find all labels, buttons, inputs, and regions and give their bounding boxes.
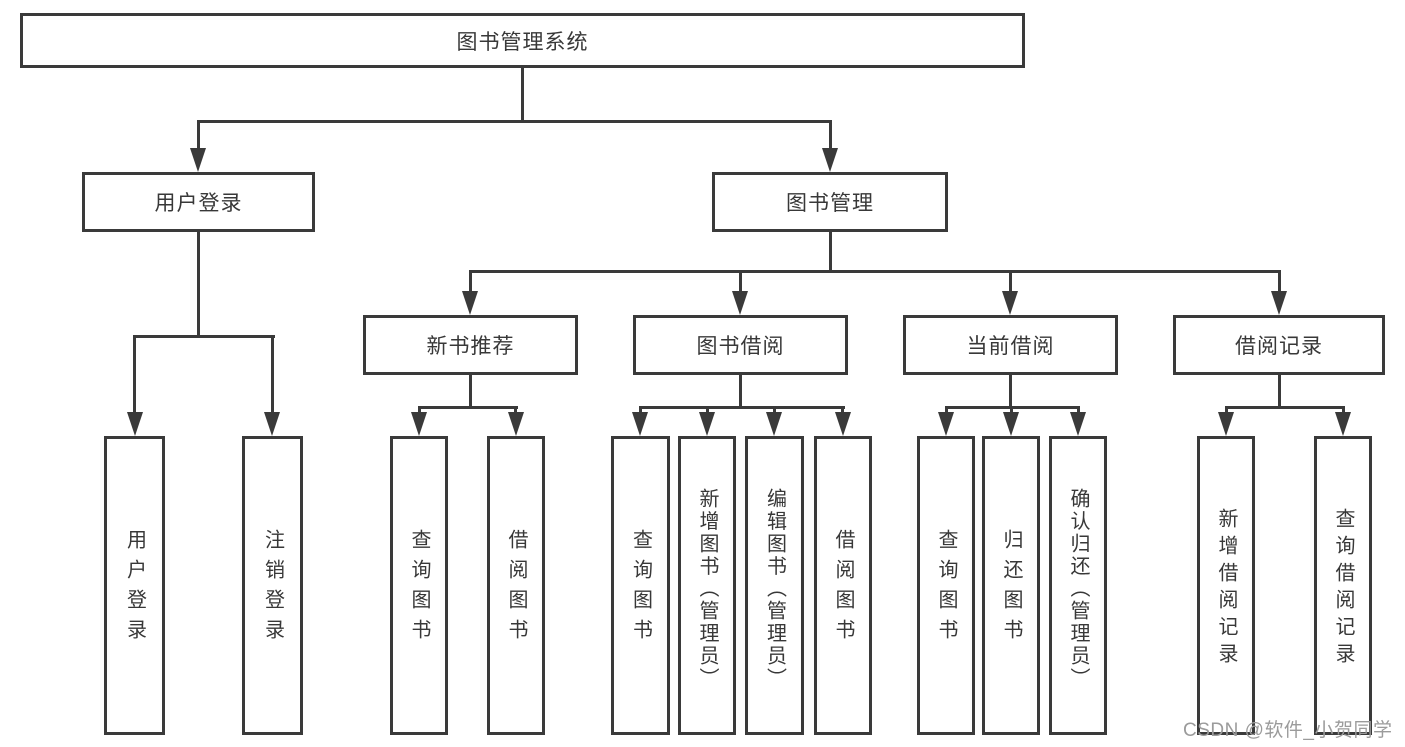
leaf-borrow-books-recommend: 借阅图书 <box>487 436 545 735</box>
connector-bookmgmt-bus <box>469 270 1281 273</box>
connector-borrow-drop-2 <box>706 406 709 416</box>
leaf-user-login: 用户登录 <box>104 436 165 735</box>
connector-userlogin-stem <box>197 232 200 338</box>
arrowhead-icon <box>632 412 648 436</box>
leaf-query-books-current: 查询图书 <box>917 436 975 735</box>
leaf-query-books-borrow: 查询图书 <box>611 436 670 735</box>
connector-current-stem <box>1009 375 1012 409</box>
arrowhead-icon <box>766 412 782 436</box>
connector-records-drop-2 <box>1342 406 1345 416</box>
connector-newbook-bus <box>418 406 518 409</box>
connector-records-bus <box>1225 406 1345 409</box>
leaf-query-books-recommend: 查询图书 <box>390 436 448 735</box>
leaf-add-books-admin: 新增图书（管理员） <box>678 436 736 735</box>
arrowhead-icon <box>264 412 280 436</box>
leaf-borrow-books: 借阅图书 <box>814 436 872 735</box>
connector-root-drop-left <box>197 120 200 150</box>
arrowhead-icon <box>1070 412 1086 436</box>
arrowhead-icon <box>1335 412 1351 436</box>
leaf-confirm-return-admin: 确认归还（管理员） <box>1049 436 1107 735</box>
node-book-management: 图书管理 <box>712 172 948 232</box>
arrowhead-icon <box>411 412 427 436</box>
connector-records-drop-1 <box>1225 406 1228 416</box>
connector-bookmgmt-drop-4 <box>1278 270 1281 293</box>
arrowhead-icon <box>190 148 206 172</box>
node-current-borrow: 当前借阅 <box>903 315 1118 375</box>
leaf-logout: 注销登录 <box>242 436 303 735</box>
connector-current-drop-1 <box>945 406 948 416</box>
connector-borrow-stem <box>739 375 742 409</box>
arrowhead-icon <box>835 412 851 436</box>
leaf-add-borrow-record: 新增借阅记录 <box>1197 436 1255 735</box>
connector-bookmgmt-stem <box>829 232 832 272</box>
node-book-borrow: 图书借阅 <box>633 315 848 375</box>
connector-root-stem <box>521 68 524 122</box>
arrowhead-icon <box>732 291 748 315</box>
arrowhead-icon <box>938 412 954 436</box>
arrowhead-icon <box>822 148 838 172</box>
connector-records-stem <box>1278 375 1281 409</box>
arrowhead-icon <box>1271 291 1287 315</box>
connector-borrow-drop-1 <box>639 406 642 416</box>
connector-newbook-stem <box>469 375 472 409</box>
connector-newbook-drop-2 <box>514 406 517 416</box>
arrowhead-icon <box>699 412 715 436</box>
connector-bookmgmt-drop-3 <box>1009 270 1012 293</box>
arrowhead-icon <box>462 291 478 315</box>
node-library-management-system: 图书管理系统 <box>20 13 1025 68</box>
arrowhead-icon <box>1002 291 1018 315</box>
node-user-login: 用户登录 <box>82 172 315 232</box>
connector-borrow-drop-3 <box>773 406 776 416</box>
connector-borrow-bus <box>639 406 845 409</box>
connector-bookmgmt-drop-2 <box>739 270 742 293</box>
connector-userlogin-bus <box>133 335 275 338</box>
connector-newbook-drop-1 <box>418 406 421 416</box>
arrowhead-icon <box>127 412 143 436</box>
connector-current-drop-2 <box>1010 406 1013 416</box>
arrowhead-icon <box>1003 412 1019 436</box>
node-borrow-records: 借阅记录 <box>1173 315 1385 375</box>
connector-root-drop-right <box>829 120 832 150</box>
arrowhead-icon <box>508 412 524 436</box>
connector-borrow-drop-4 <box>841 406 844 416</box>
connector-userlogin-drop-2 <box>271 335 274 414</box>
leaf-edit-books-admin: 编辑图书（管理员） <box>745 436 804 735</box>
connector-root-bus <box>197 120 832 123</box>
leaf-return-books: 归还图书 <box>982 436 1040 735</box>
connector-bookmgmt-drop-1 <box>469 270 472 293</box>
connector-current-drop-3 <box>1077 406 1080 416</box>
leaf-query-borrow-record: 查询借阅记录 <box>1314 436 1372 735</box>
connector-userlogin-drop-1 <box>133 335 136 414</box>
node-new-book-recommend: 新书推荐 <box>363 315 578 375</box>
watermark: CSDN @软件_小贺同学 <box>1183 720 1393 741</box>
arrowhead-icon <box>1218 412 1234 436</box>
